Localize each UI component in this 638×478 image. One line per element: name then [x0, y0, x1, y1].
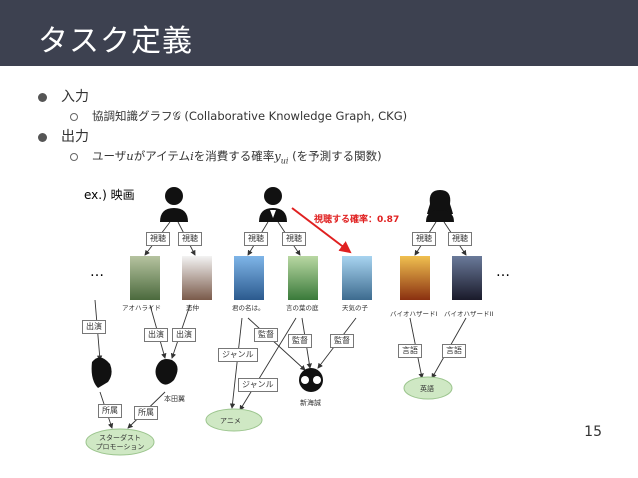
- relation-watch-tag: 視聴: [448, 232, 472, 246]
- poster-residentevil1: [400, 256, 430, 300]
- relation-watch-tag: 視聴: [146, 232, 170, 246]
- person-female-icon: [91, 357, 112, 388]
- relation-cast-tag: 出演: [144, 328, 168, 342]
- movie-title: バイオハザードII: [444, 310, 494, 318]
- entity-english-label: 英語: [420, 385, 434, 393]
- relation-director-tag: 監督: [254, 328, 278, 342]
- var-u: u: [126, 149, 134, 163]
- page-title: タスク定義: [38, 24, 193, 59]
- sub-bullet-circle-icon: [70, 112, 78, 121]
- poster-kiminonawa: [234, 256, 264, 300]
- var-ui: ui: [280, 156, 289, 166]
- entity-agency-label: スターダスト プロモーション: [95, 434, 145, 451]
- entity-anime-label: アニメ: [220, 417, 241, 425]
- relation-director-tag: 監督: [330, 334, 354, 348]
- sub-bullet-circle-icon: [70, 152, 78, 161]
- poster-koinaka: [182, 256, 212, 300]
- bullet-input: 入力: [38, 86, 89, 106]
- relation-belong-tag: 所属: [98, 404, 122, 418]
- sub-text: ユーザ: [92, 149, 127, 163]
- title-bar: タスク定義: [0, 0, 638, 66]
- example-label: ex.) 映画: [84, 188, 135, 202]
- user-suit-icon: [259, 187, 287, 222]
- person-name: 本田翼: [164, 395, 185, 403]
- sub-bullet-text: 協調知識グラフ𝒢 (Collaborative Knowledge Graph,…: [92, 109, 408, 123]
- var-i: i: [190, 149, 194, 163]
- sub-bullet-output: ユーザuがアイテムiを消費する確率yui (を予測する関数): [70, 148, 382, 165]
- poster-residentevil2: [452, 256, 482, 300]
- entity-agency-node: [85, 428, 155, 456]
- relation-language-tag: 言語: [398, 344, 422, 358]
- sub-text: (を予測する関数): [288, 149, 382, 163]
- var-y: y: [274, 149, 281, 163]
- relation-cast-tag: 出演: [82, 320, 106, 334]
- relation-watch-tag: 視聴: [178, 232, 202, 246]
- poster-kotonoha: [288, 256, 318, 300]
- movie-title: 天気の子: [342, 304, 368, 312]
- bullet-label: 入力: [61, 89, 89, 105]
- poster-aoharaido: [130, 256, 160, 300]
- relation-director-tag: 監督: [288, 334, 312, 348]
- relation-watch-tag: 視聴: [244, 232, 268, 246]
- user-icon: [160, 187, 188, 222]
- relation-genre-tag: ジャンル: [218, 348, 258, 362]
- entity-anime-node: [205, 408, 263, 432]
- sub-text: がアイテム: [133, 149, 191, 163]
- relation-watch-tag: 視聴: [412, 232, 436, 246]
- sub-text: を消費する確率: [193, 149, 275, 163]
- user-female-icon: [426, 190, 454, 222]
- watch-probability-label: 視聴する確率：0.87: [314, 215, 400, 225]
- bullet-output: 出力: [38, 126, 89, 146]
- bullet-label: 出力: [61, 129, 89, 145]
- poster-tenkinoko: [342, 256, 372, 300]
- person-icon: [155, 359, 178, 385]
- person-name: 新海誠: [300, 399, 321, 407]
- ellipsis-right: …: [496, 264, 510, 280]
- bullet-dot-icon: [38, 92, 47, 102]
- ellipsis-left: …: [90, 264, 104, 280]
- movie-title: 君の名は。: [232, 304, 265, 312]
- movie-title: バイオハザードI: [390, 310, 438, 318]
- relation-genre-tag: ジャンル: [238, 378, 278, 392]
- prediction-arrow: [291, 207, 352, 254]
- bullet-dot-icon: [38, 132, 47, 142]
- person-glasses-icon: [299, 368, 323, 392]
- page-number: 15: [584, 424, 602, 440]
- relation-language-tag: 言語: [442, 344, 466, 358]
- movie-title: アオハライド: [122, 304, 161, 312]
- entity-english-node: [403, 376, 453, 400]
- movie-title: 言の葉の庭: [286, 304, 319, 312]
- relation-watch-tag: 視聴: [282, 232, 306, 246]
- movie-title: 恋仲: [186, 304, 199, 312]
- sub-bullet-input: 協調知識グラフ𝒢 (Collaborative Knowledge Graph,…: [70, 108, 407, 124]
- relation-cast-tag: 出演: [172, 328, 196, 342]
- relation-belong-tag: 所属: [134, 406, 158, 420]
